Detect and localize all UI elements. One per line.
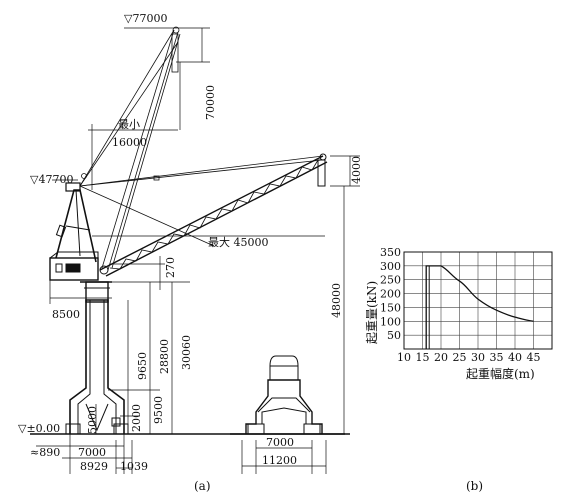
dim-7000-right: 7000 [266,436,294,449]
dim-11200: 11200 [262,454,297,467]
tie-rods [79,155,324,247]
dim-48000: 48000 [330,283,343,318]
crane-drawing [30,26,360,474]
portal-frame [65,299,129,435]
chart-ylabel: 起重量(kN) [365,281,379,344]
x-tick-label: 35 [490,351,504,364]
boom-max [99,153,328,277]
chart-xlabel: 起重幅度(m) [466,366,535,381]
min-radius-label: 最小 [118,118,140,131]
elevation-mid: ▽47700 [30,173,73,186]
x-tick-label: 30 [471,351,485,364]
dim-8500: 8500 [52,308,80,321]
x-tick-label: 40 [508,351,522,364]
elevation-base: ▽±0.00 [18,422,60,435]
dim-2000: 2000 [130,404,143,432]
x-tick-label: 20 [434,351,448,364]
x-tick-label: 15 [416,351,430,364]
chart-axes [403,251,553,350]
x-tick-label: 45 [527,351,541,364]
max-radius-label: 最大 45000 [208,235,269,249]
dim-7000-left: 7000 [78,446,106,459]
chart-series [425,265,534,349]
boom-min [79,26,181,271]
dim-4000: 4000 [350,156,363,184]
x-tick-label: 10 [397,351,411,364]
y-tick-label: 300 [380,260,401,273]
tower-column [80,281,112,303]
dim-70000: 70000 [204,85,217,120]
min-radius-value: 16000 [112,136,147,149]
a-frame [55,182,97,263]
y-tick-label: 150 [380,301,401,314]
dimension-lines [36,27,360,474]
dim-890: ≈890 [30,446,60,459]
caption-b: (b) [466,479,483,492]
y-tick-label: 50 [387,329,401,342]
dim-5000: 5000 [86,406,99,434]
plot-frame [403,251,553,350]
x-tick-label: 25 [453,351,467,364]
y-tick-label: 100 [380,315,401,328]
dim-8929: 8929 [80,460,108,473]
dim-1039: 1039 [120,460,148,473]
y-tick-label: 250 [380,274,401,287]
dim-9500: 9500 [152,396,165,424]
dim-30060: 30060 [180,335,193,370]
y-tick-label: 350 [380,246,401,259]
dim-270: 270 [164,257,177,278]
load-curve [425,265,534,349]
caption-a: (a) [194,479,211,492]
crane-labels: ▽77000 ▽47700 ▽±0.00 最小 16000 最大 45000 7… [18,12,363,492]
portal-end-view [245,355,323,435]
dim-28800: 28800 [158,339,171,374]
dim-9650: 9650 [136,352,149,380]
elevation-top: ▽77000 [124,12,167,25]
y-tick-label: 200 [380,288,401,301]
